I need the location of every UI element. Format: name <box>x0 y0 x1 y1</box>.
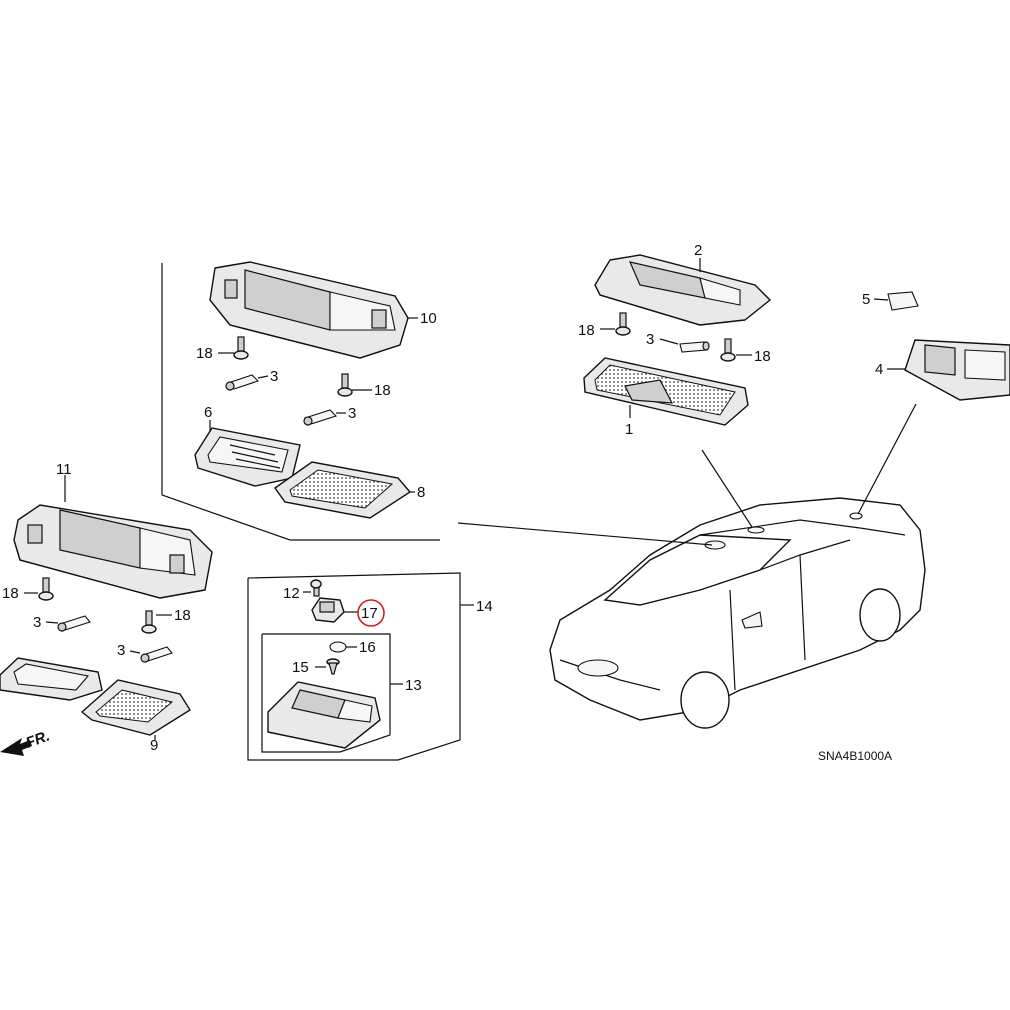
lens-frame-6 <box>194 427 301 487</box>
callout-11: 11 <box>56 461 72 478</box>
callout-9: 9 <box>150 737 158 754</box>
bulb-3c <box>679 341 710 353</box>
leader-line-center-light <box>701 449 753 528</box>
callout-17: 17 <box>361 605 378 622</box>
vehicle-outline <box>549 497 926 729</box>
front-direction-arrow: FR. <box>0 728 52 756</box>
bulb-3d <box>57 615 91 632</box>
screw-18b <box>337 373 353 397</box>
dome-light-base-2 <box>594 254 772 326</box>
callout-1: 1 <box>625 421 633 438</box>
map-light-assembly-11 <box>13 504 213 599</box>
callout-18a: 18 <box>196 345 213 362</box>
callout-8: 8 <box>417 484 425 501</box>
rear-light-housing-4 <box>904 339 1010 401</box>
leader-line-rear-light <box>857 403 917 515</box>
callout-3e: 3 <box>117 642 125 659</box>
callout-18e: 18 <box>2 585 19 602</box>
screw-18a <box>233 336 249 360</box>
callout-2: 2 <box>694 242 702 259</box>
group-bracket-upper <box>161 263 440 541</box>
callout-3d: 3 <box>33 614 41 631</box>
screw-18f <box>141 610 157 634</box>
bulb-5 <box>887 291 919 311</box>
callout-18b: 18 <box>374 382 391 399</box>
bulb-3b <box>303 409 338 426</box>
callout-14: 14 <box>476 598 493 615</box>
callout-18f: 18 <box>174 607 191 624</box>
group-bracket-14 <box>247 572 461 761</box>
highlight-ring-17 <box>357 599 385 627</box>
bulb-3e <box>140 646 173 663</box>
screw-12 <box>310 579 322 597</box>
callout-10: 10 <box>420 310 437 327</box>
clip-15 <box>326 658 340 675</box>
callout-3c: 3 <box>646 331 654 348</box>
screw-18c <box>615 312 631 336</box>
bulb-3a <box>225 374 260 391</box>
callout-18d: 18 <box>754 348 771 365</box>
callout-6: 6 <box>204 404 212 421</box>
screw-18e <box>38 577 54 601</box>
lens-8 <box>274 461 412 519</box>
map-light-assembly-10 <box>209 261 409 359</box>
dome-lens-1 <box>583 357 749 426</box>
leader-line-front-light <box>457 522 713 546</box>
callout-13: 13 <box>405 677 422 694</box>
group-bracket-13 <box>261 633 391 753</box>
spot-light-housing <box>267 681 381 749</box>
callout-15: 15 <box>292 659 309 676</box>
callout-16: 16 <box>359 639 376 656</box>
lens-9 <box>80 679 191 736</box>
seal-16 <box>329 641 347 653</box>
direction-label: FR. <box>24 728 53 752</box>
switch-17 <box>311 597 345 623</box>
callout-3b: 3 <box>348 405 356 422</box>
screw-18d <box>720 338 736 362</box>
callout-12: 12 <box>283 585 300 602</box>
callout-18c: 18 <box>578 322 595 339</box>
callout-3a: 3 <box>270 368 278 385</box>
callout-4: 4 <box>875 361 883 378</box>
lens-frame-left <box>0 657 103 701</box>
diagram-code: SNA4B1000A <box>818 749 892 763</box>
callout-5: 5 <box>862 291 870 308</box>
